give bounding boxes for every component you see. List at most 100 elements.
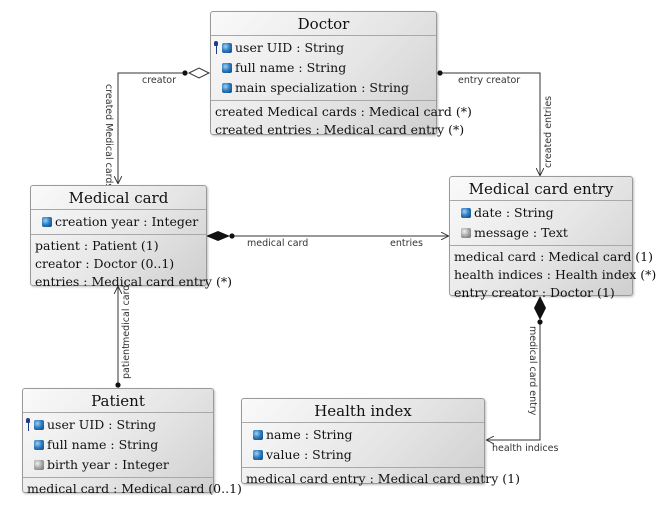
attribute-name: full name (47, 437, 107, 452)
reference-name: health indices (454, 267, 543, 282)
attribute-row[interactable]: message : Text (450, 223, 632, 243)
separator: : (106, 437, 119, 452)
separator: : (299, 447, 313, 462)
class-doctor[interactable]: Doctor user UID : String full name : Str… (210, 11, 472, 137)
attribute-row[interactable]: full name : String (23, 435, 213, 455)
attribute-type: String (118, 437, 159, 452)
edge-label-health-indices: health indices (492, 443, 558, 454)
class-title: Patient (23, 389, 213, 413)
class-medical-card-entry[interactable]: Medical card entry date : String message… (449, 176, 656, 300)
class-medical-card[interactable]: Medical card creation year : Integer pat… (30, 185, 232, 289)
reference-row[interactable]: entry creator : Doctor (1) (450, 284, 632, 302)
reference-type: Medical card entry (*) (91, 274, 232, 289)
attribute-name: date (474, 205, 502, 220)
attribute-row[interactable]: name : String (242, 425, 484, 445)
reference-type: Medical card (*) (368, 104, 472, 119)
attribute-row[interactable]: birth year : Integer (23, 455, 213, 475)
reference-row[interactable]: health indices : Health index (*) (450, 266, 656, 284)
class-title: Medical card (31, 186, 206, 210)
attribute-row[interactable]: value : String (242, 445, 484, 465)
attribute-name: creation year (55, 214, 140, 229)
edge-label-entry-creator: entry creator (458, 75, 520, 86)
reference-name: medical card entry (246, 471, 366, 486)
attribute-icon (222, 43, 232, 53)
reference-row[interactable]: created Medical cards : Medical card (*) (211, 103, 472, 121)
references-compartment: patient : Patient (1) creator : Doctor (… (31, 235, 232, 294)
attribute-row[interactable]: full name : String (211, 58, 436, 78)
separator: : (537, 285, 551, 300)
attribute-row[interactable]: creation year : Integer (31, 212, 206, 232)
class-health-index[interactable]: Health index name : String value : Strin… (241, 398, 520, 486)
reference-row[interactable]: medical card : Medical card (1) (450, 248, 653, 266)
ownership-dot (437, 70, 443, 76)
reference-type: Doctor (1) (550, 285, 615, 300)
separator: : (104, 417, 117, 432)
attribute-name: name (266, 427, 301, 442)
edge-label-creator: creator (142, 75, 176, 86)
attribute-icon (461, 208, 471, 218)
attribute-type: String (304, 40, 345, 55)
separator: : (311, 122, 324, 137)
attribute-icon (34, 440, 44, 450)
edge-entry-health-index: medical card entry health indices (487, 296, 558, 454)
aggregation-diamond (187, 67, 211, 79)
attribute-name: user UID (47, 417, 105, 432)
references-compartment: medical card : Medical card (1) health i… (450, 246, 656, 305)
attribute-row[interactable]: main specialization : String (211, 78, 436, 98)
class-title: Doctor (211, 12, 436, 36)
separator: : (542, 267, 555, 282)
reference-name: medical card (454, 249, 537, 264)
attributes-compartment: name : String value : String (242, 423, 484, 468)
reference-row[interactable]: patient : Patient (1) (31, 237, 206, 255)
separator: : (294, 60, 307, 75)
separator: : (536, 249, 549, 264)
attributes-compartment: user UID : String full name : String bir… (23, 413, 213, 478)
attribute-icon (253, 450, 263, 460)
reference-row[interactable]: medical card : Medical card (0..1) (23, 480, 242, 498)
attributes-compartment: creation year : Integer (31, 210, 206, 235)
attribute-name: birth year (47, 457, 110, 472)
attribute-type: Text (541, 225, 568, 240)
attribute-type: String (306, 60, 347, 75)
reference-name: patient (35, 238, 80, 253)
reference-name: creator (35, 256, 82, 271)
separator: : (501, 205, 515, 220)
edge-label-medical-card-entry: medical card entry (527, 326, 538, 416)
edge-doctor-medical-card: creator created Medical cards (103, 67, 211, 188)
attribute-icon (222, 63, 232, 73)
separator: : (109, 457, 123, 472)
attribute-type: String (116, 417, 157, 432)
attribute-type: Integer (122, 457, 169, 472)
attribute-row[interactable]: date : String (450, 203, 632, 223)
attribute-icon (222, 83, 232, 93)
reference-name: medical card (27, 481, 110, 496)
class-title: Health index (242, 399, 484, 423)
attribute-name: value (266, 447, 300, 462)
edge-label-patient: patient (121, 345, 132, 379)
edge-doctor-entry: entry creator created entries (437, 70, 554, 175)
attribute-row[interactable]: user UID : String (211, 38, 436, 58)
edge-patient-card: patient medical card (115, 285, 132, 388)
separator: : (356, 104, 369, 119)
reference-name: entries (35, 274, 80, 289)
class-patient[interactable]: Patient user UID : String full name : St… (22, 388, 242, 496)
reference-row[interactable]: created entries : Medical card entry (*) (211, 121, 464, 139)
attribute-row[interactable]: user UID : String (23, 415, 213, 435)
attribute-name: message (474, 225, 529, 240)
reference-type: Health index (*) (554, 267, 656, 282)
attribute-icon (461, 228, 471, 238)
reference-name: created entries (215, 122, 312, 137)
attribute-type: String (312, 427, 353, 442)
ownership-dot (537, 319, 543, 325)
separator: : (357, 80, 370, 95)
references-compartment: created Medical cards : Medical card (*)… (211, 101, 472, 142)
separator: : (365, 471, 378, 486)
separator: : (300, 427, 313, 442)
edge-label-created-medical-cards: created Medical cards (103, 84, 114, 188)
separator: : (79, 274, 92, 289)
reference-row[interactable]: creator : Doctor (0..1) (31, 255, 206, 273)
reference-row[interactable]: medical card entry : Medical card entry … (242, 470, 520, 488)
class-title: Medical card entry (450, 177, 632, 201)
reference-row[interactable]: entries : Medical card entry (*) (31, 273, 232, 291)
separator: : (139, 214, 152, 229)
